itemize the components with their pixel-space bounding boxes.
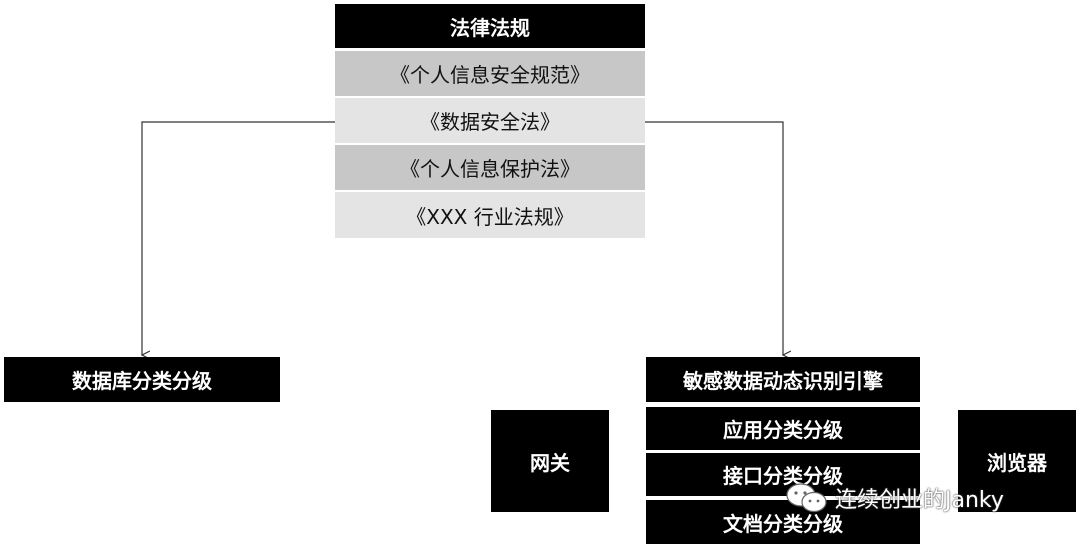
engine-header: 敏感数据动态识别引擎 <box>646 357 920 402</box>
gateway-node: 网关 <box>491 410 609 512</box>
engine-item-application: 应用分类分级 <box>646 407 920 450</box>
law-item-data-security-law: 《数据安全法》 <box>335 98 645 143</box>
engine-item-document: 文档分类分级 <box>646 500 920 544</box>
browser-node: 浏览器 <box>958 410 1076 512</box>
database-classification-node: 数据库分类分级 <box>4 357 280 402</box>
wechat-icon <box>786 483 827 513</box>
engine-item-interface: 接口分类分级 <box>646 453 920 496</box>
law-item-personal-info-protection-law: 《个人信息保护法》 <box>335 145 645 190</box>
connector-right <box>645 121 783 355</box>
watermark: 连续创业的Janky <box>785 478 1004 518</box>
law-item-personal-info-security-spec: 《个人信息安全规范》 <box>335 51 645 96</box>
watermark-text: 连续创业的Janky <box>835 488 1004 513</box>
laws-header: 法律法规 <box>335 4 645 48</box>
law-item-industry-regulation: 《XXX 行业法规》 <box>335 192 645 238</box>
connector-left <box>142 121 335 355</box>
